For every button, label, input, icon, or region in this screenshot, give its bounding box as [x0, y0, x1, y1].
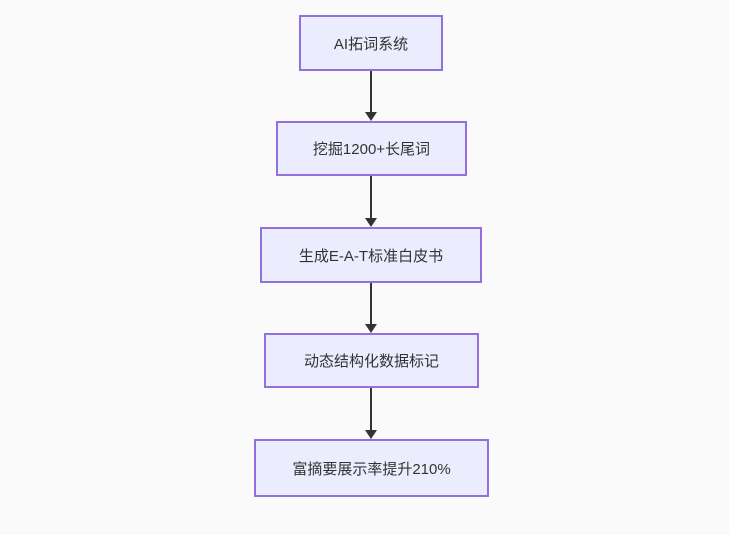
- flow-node-label: 挖掘1200+长尾词: [312, 141, 431, 158]
- flow-node-label: 动态结构化数据标记: [303, 353, 439, 370]
- flow-node-structured-data: 动态结构化数据标记: [264, 333, 479, 388]
- flow-node-label: AI拓词系统: [333, 35, 409, 53]
- flow-node-label: 生成E-A-T标准白皮书: [298, 247, 444, 265]
- edge-connector-line: [370, 283, 372, 325]
- arrow-down-icon: [365, 218, 377, 227]
- flow-node-longtail-mining: 挖掘1200+长尾词: [276, 121, 467, 176]
- edge-connector-line: [370, 71, 372, 113]
- arrow-down-icon: [365, 324, 377, 333]
- flow-node-label: 富摘要展示率提升210%: [292, 460, 451, 478]
- flow-node-eat-whitepaper: 生成E-A-T标准白皮书: [260, 227, 482, 283]
- flow-node-rich-snippet-result: 富摘要展示率提升210%: [254, 439, 489, 497]
- flow-node-ai-keyword-system: AI拓词系统: [299, 15, 443, 71]
- edge-connector-line: [370, 388, 372, 431]
- arrow-down-icon: [365, 430, 377, 439]
- edge-connector-line: [370, 176, 372, 219]
- arrow-down-icon: [365, 112, 377, 121]
